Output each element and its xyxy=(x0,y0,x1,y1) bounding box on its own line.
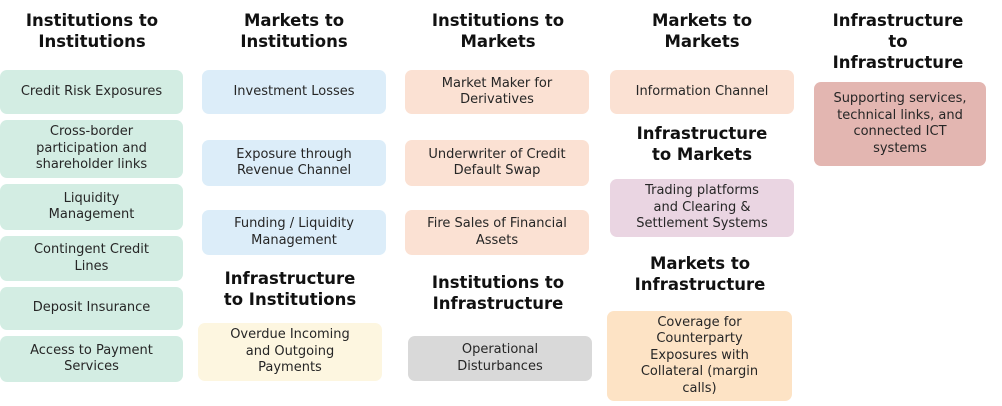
box-credit-risk-exposures: Credit Risk Exposures xyxy=(0,70,183,114)
box-information-channel: Information Channel xyxy=(610,70,794,114)
box-supporting-services: Supporting services,technical links, and… xyxy=(814,82,986,166)
box-investment-losses: Investment Losses xyxy=(202,70,386,114)
box-deposit-insurance: Deposit Insurance xyxy=(0,287,183,330)
